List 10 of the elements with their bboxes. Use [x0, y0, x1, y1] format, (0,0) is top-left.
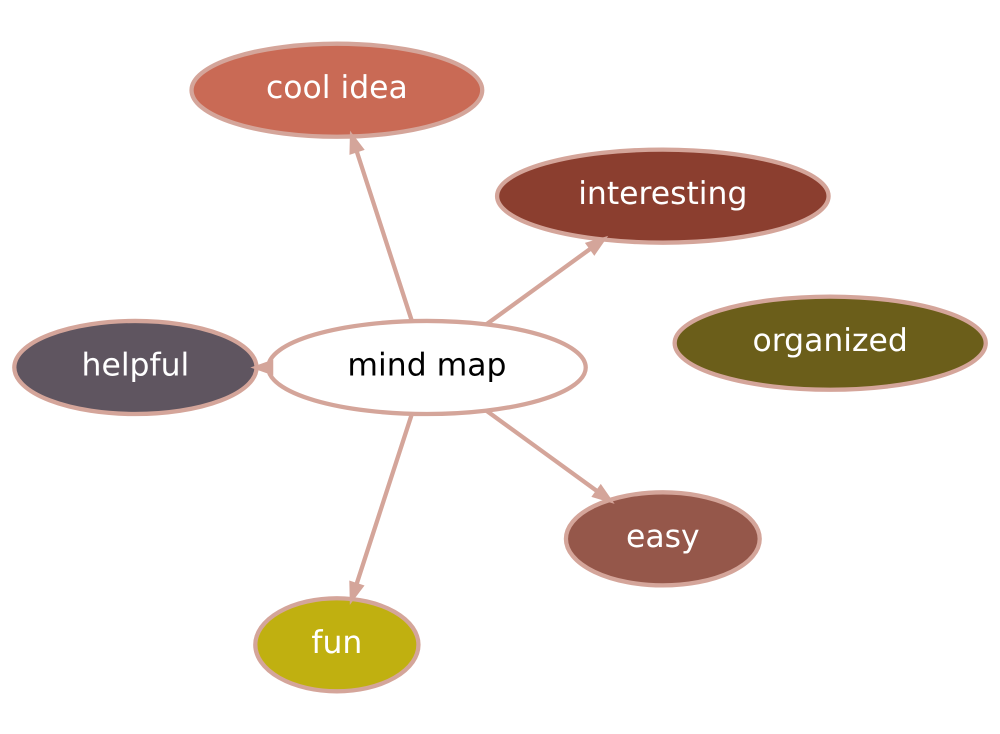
node-ellipse: interesting: [494, 146, 831, 244]
arrow: [349, 412, 414, 604]
node-ellipse: organized: [672, 294, 988, 392]
node-ellipse: fun: [253, 596, 421, 693]
node-ellipse: easy: [564, 490, 762, 588]
arrow: [250, 358, 274, 376]
node-ellipse: cool idea: [189, 41, 484, 138]
arrow: [349, 130, 414, 322]
arrow: [485, 235, 608, 326]
node-ellipse: helpful: [12, 318, 259, 416]
